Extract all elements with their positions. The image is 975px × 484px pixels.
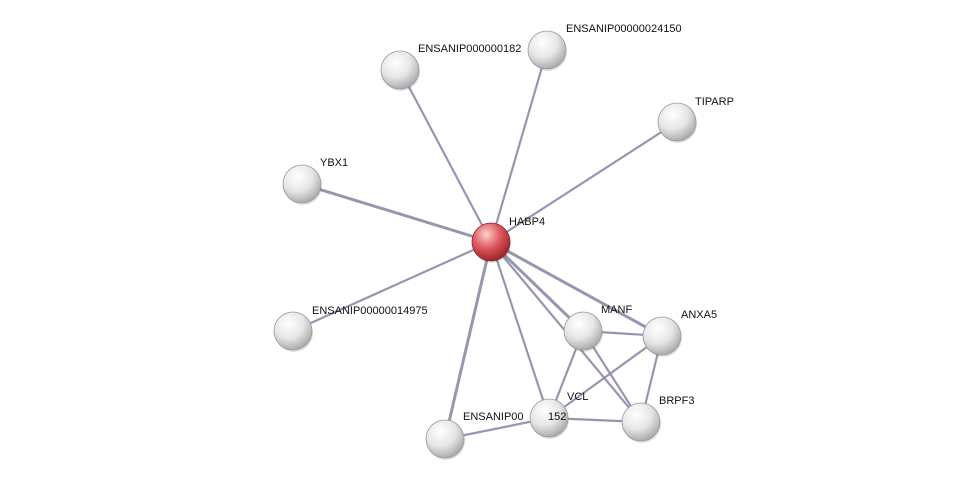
- node-manf[interactable]: [563, 311, 603, 352]
- node-tiparp[interactable]: [657, 102, 697, 143]
- node-label: HABP4: [509, 216, 545, 228]
- node-label: MANF: [601, 304, 632, 316]
- labels: HABP4 ENSANIP000000182 ENSANIP00000024150T…: [312, 23, 734, 423]
- edge-habp4-manf: [489, 240, 585, 333]
- edge-habp4-ensanip14975: [292, 240, 492, 333]
- node-circle[interactable]: [563, 311, 603, 351]
- edge-habp4-ybx1: [301, 182, 492, 244]
- node-ensanip182[interactable]: [380, 50, 420, 91]
- edge-habp4-ensanip182: [399, 69, 492, 243]
- node-label: BRPF3: [659, 395, 694, 407]
- node-anxa5[interactable]: [642, 316, 682, 357]
- node-ensanip152[interactable]: [529, 398, 569, 439]
- node-label-suffix: 152: [548, 411, 566, 423]
- edge-habp4-anxa5: [490, 240, 663, 338]
- edge-habp4-tiparp: [490, 121, 678, 243]
- node-label: YBX1: [320, 157, 348, 169]
- node-circle[interactable]: [529, 398, 569, 438]
- node-label: ENSANIP00: [463, 411, 524, 423]
- node-label: ENSANIP00000024150: [566, 23, 682, 35]
- node-ensanip14975[interactable]: [273, 311, 313, 352]
- node-circle[interactable]: [657, 102, 697, 142]
- node-circle[interactable]: [642, 316, 682, 356]
- nodes: [273, 30, 697, 460]
- node-circle[interactable]: [425, 419, 465, 459]
- node-label: ENSANIP00000014975: [312, 305, 428, 317]
- node-label: ANXA5: [681, 309, 717, 321]
- edge-anxa5-ensanip152: [548, 335, 663, 419]
- edge-habp4-unlabeled: [443, 241, 493, 440]
- node-brpf3[interactable]: [621, 402, 661, 443]
- node-habp4[interactable]: [471, 222, 511, 263]
- node-circle[interactable]: [273, 311, 313, 351]
- node-circle[interactable]: [527, 30, 567, 70]
- node-circle[interactable]: [380, 50, 420, 90]
- node-unlabeled[interactable]: [425, 419, 465, 460]
- edge-habp4-ensanip24150: [489, 49, 549, 243]
- node-circle[interactable]: [471, 222, 511, 262]
- edge-habp4-ensanip152: [489, 241, 551, 419]
- node-label: ENSANIP000000182: [418, 43, 521, 55]
- node-circle[interactable]: [282, 164, 322, 204]
- node-label: VCL: [567, 391, 588, 403]
- node-ensanip24150[interactable]: [527, 30, 567, 71]
- node-ybx1[interactable]: [282, 164, 322, 205]
- node-label: TIPARP: [695, 96, 734, 108]
- node-circle[interactable]: [621, 402, 661, 442]
